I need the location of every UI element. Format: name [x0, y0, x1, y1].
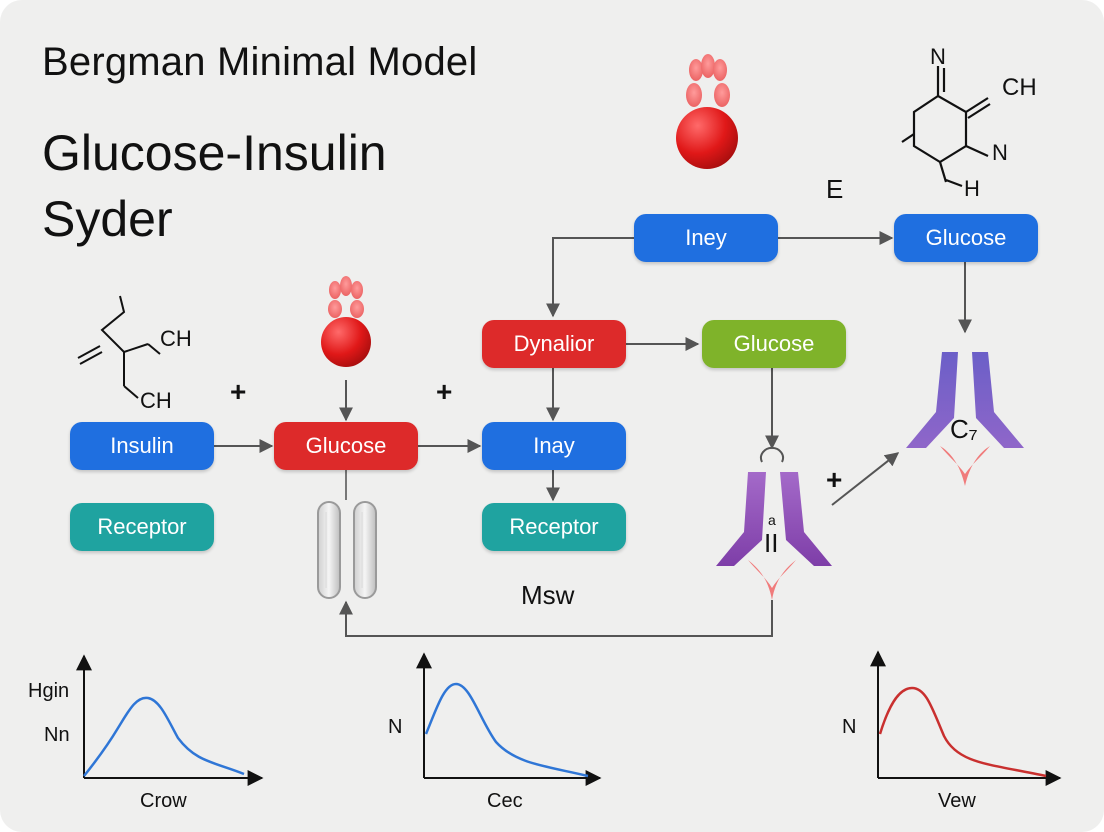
dynalior-node[interactable]: Dynalior: [482, 320, 626, 368]
graph-left: [76, 654, 264, 786]
receptor-node-left[interactable]: Receptor: [70, 503, 214, 551]
receptor-node-center[interactable]: Receptor: [482, 503, 626, 551]
receptor-center-bar: II: [764, 528, 779, 558]
graph-left-curve: [83, 696, 245, 777]
graph-center-ylabel: N: [388, 716, 403, 738]
left-molecule-ch-top: CH: [160, 326, 192, 351]
iney-node[interactable]: Iney: [634, 214, 778, 262]
glucose-node-green[interactable]: Glucose: [702, 320, 846, 368]
graph-center-xlabel: Cec: [487, 790, 523, 812]
page-title: Bergman Minimal Model: [42, 40, 478, 84]
receptor-center-icon: [716, 446, 832, 600]
ring-n-right: N: [992, 140, 1008, 165]
left-molecule: [77, 295, 161, 399]
e-label: E: [826, 174, 844, 204]
graph-center-curve: [424, 682, 589, 778]
glucose-node-top-right[interactable]: Glucose: [894, 214, 1038, 262]
plus-sign-2: +: [436, 376, 453, 407]
glucose-node-center[interactable]: Glucose: [274, 422, 418, 470]
subtitle-line-1: Glucose-Insulin: [42, 125, 387, 181]
receptor-right-icon: [906, 352, 1024, 486]
insulin-node[interactable]: Insulin: [70, 422, 214, 470]
receptor-right-symbol: C₇: [950, 414, 978, 444]
graph-left-xlabel: Crow: [140, 790, 187, 812]
inay-node[interactable]: Inay: [482, 422, 626, 470]
capsule-icon: [317, 470, 377, 599]
graph-left-ylabel: Nn: [44, 724, 70, 746]
connectors: [214, 231, 972, 637]
ring-n-top: N: [930, 44, 946, 69]
graph-center: [416, 652, 602, 786]
graph-right-curve: [878, 686, 1047, 778]
left-molecule-ch-bottom: CH: [140, 388, 172, 413]
plus-sign-3: +: [826, 464, 843, 495]
msw-label: Msw: [521, 580, 575, 610]
graph-right-ylabel: N: [842, 716, 857, 738]
red-blood-cell-top: [676, 54, 738, 169]
ring-ch: CH: [1002, 74, 1037, 101]
receptor-center-symbol: a: [768, 512, 776, 528]
subtitle-line-2: Syder: [42, 191, 173, 247]
top-right-molecule: [901, 66, 991, 188]
ring-h: H: [964, 176, 980, 201]
graph-right-xlabel: Vew: [938, 790, 976, 812]
red-blood-cell-center: [321, 276, 371, 367]
graph-left-ylabel-top: Hgin: [28, 680, 70, 702]
plus-sign-1: +: [230, 376, 247, 407]
graph-right: [870, 650, 1062, 786]
